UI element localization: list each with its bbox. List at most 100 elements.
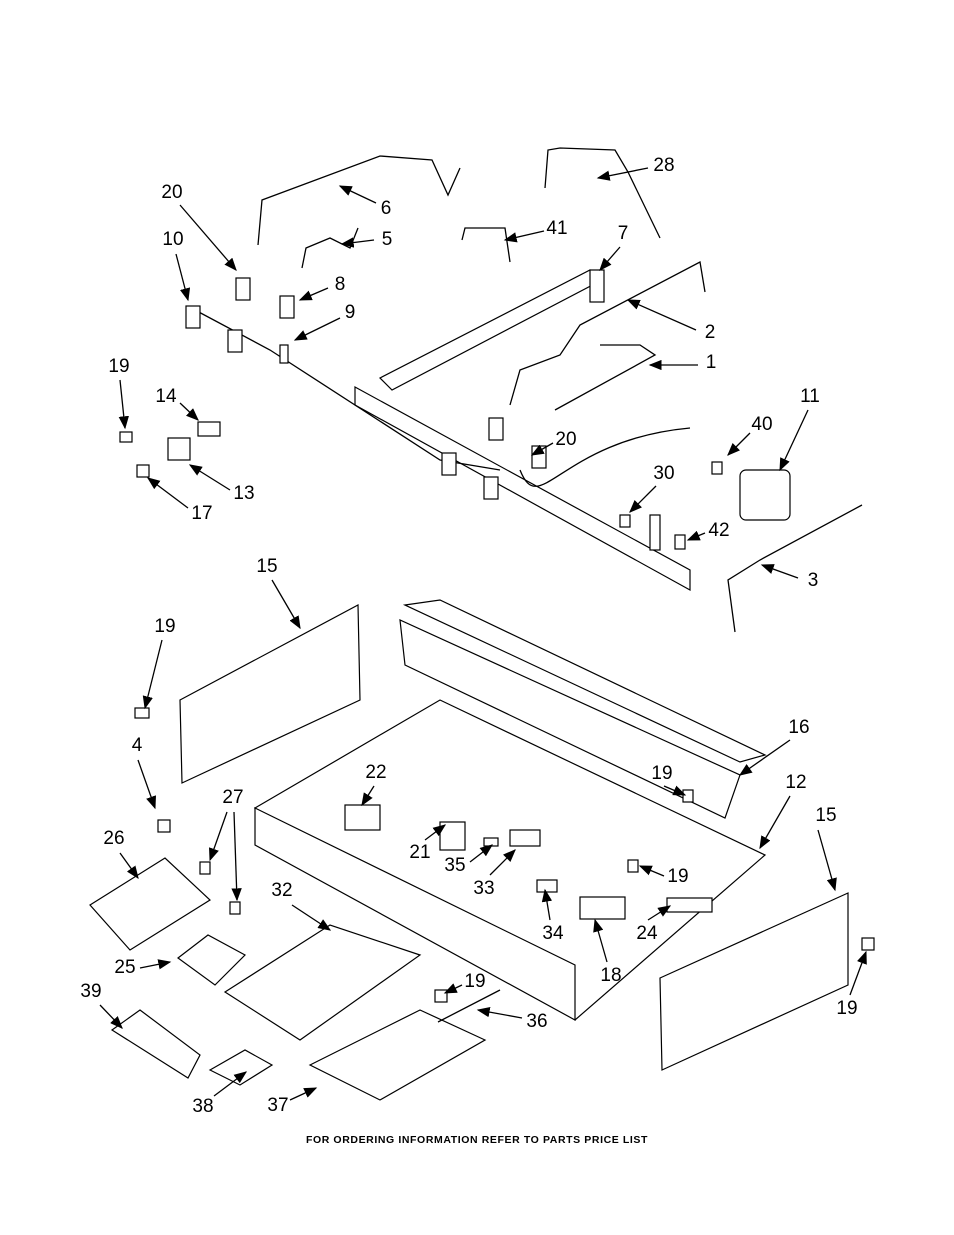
callout: 7 <box>618 223 629 244</box>
leader-arrow <box>599 246 621 271</box>
part <box>509 829 541 847</box>
wire-harness-2 <box>519 427 691 487</box>
callout: 33 <box>473 878 494 899</box>
tube-2 <box>509 261 706 406</box>
leader-arrow <box>99 1004 123 1029</box>
leader-arrow <box>476 1006 523 1019</box>
leader-arrow <box>469 844 494 863</box>
leader-arrow <box>593 918 608 963</box>
leader-arrow <box>209 811 228 862</box>
part <box>649 514 661 551</box>
leader-arrow <box>760 564 799 579</box>
part <box>279 344 289 364</box>
leader-arrow <box>626 299 697 331</box>
leader-arrow <box>298 287 329 301</box>
callout: 41 <box>546 218 567 239</box>
part <box>235 277 251 301</box>
callout: 3 <box>808 570 819 591</box>
leader-arrow <box>179 204 237 271</box>
part <box>531 445 547 469</box>
callout: 15 <box>815 805 836 826</box>
leader-arrow <box>541 888 553 921</box>
manifold-inlet <box>589 269 605 303</box>
manifold <box>354 385 691 592</box>
burner-box-top <box>402 599 767 763</box>
part <box>536 879 558 893</box>
callout: 19 <box>651 763 672 784</box>
callout: 38 <box>192 1096 213 1117</box>
tube-41 <box>461 227 511 263</box>
side-panel-right <box>659 892 849 1071</box>
leader-arrow <box>119 852 139 880</box>
callout: 32 <box>271 880 292 901</box>
manifold-pipe <box>378 269 604 391</box>
tube-1 <box>554 344 657 411</box>
leader-arrow <box>175 253 191 302</box>
part <box>185 305 201 329</box>
callout: 17 <box>191 503 212 524</box>
regulator <box>739 469 791 521</box>
callout: 39 <box>80 981 101 1002</box>
leader-arrow <box>118 379 129 430</box>
trim-piece <box>208 1049 274 1086</box>
rod <box>437 989 501 1023</box>
part <box>199 861 211 875</box>
leader-arrow <box>340 237 375 248</box>
part <box>197 421 221 437</box>
leader-arrow <box>663 785 687 796</box>
chassis-front <box>254 807 576 1022</box>
callout: 2 <box>705 322 716 343</box>
callout: 16 <box>788 717 809 738</box>
part <box>119 431 133 443</box>
callout: 22 <box>365 762 386 783</box>
burner-box-front <box>399 619 741 819</box>
tube-5 <box>301 227 359 269</box>
bracket <box>176 934 246 986</box>
callout: 34 <box>542 923 564 944</box>
drawer <box>308 1009 487 1101</box>
callout: 13 <box>233 483 254 504</box>
callout: 12 <box>785 772 806 793</box>
callout: 20 <box>555 429 576 450</box>
part <box>279 295 295 319</box>
basket <box>89 857 211 951</box>
part <box>441 452 457 476</box>
tube-28 <box>544 147 661 239</box>
callout: 5 <box>382 229 393 250</box>
leader-arrow <box>139 959 172 970</box>
part <box>861 937 875 951</box>
part <box>682 789 694 803</box>
callout: 42 <box>708 520 729 541</box>
leader-arrow <box>293 317 341 341</box>
callout: 27 <box>222 787 243 808</box>
leader-arrow <box>638 865 665 877</box>
callout: 36 <box>526 1011 547 1032</box>
leader-arrow <box>489 849 516 876</box>
part <box>136 464 150 478</box>
part <box>483 476 499 500</box>
callout: 19 <box>108 356 129 377</box>
callout: 10 <box>162 229 183 250</box>
leader-arrow <box>596 167 649 181</box>
leader-arrow <box>188 464 231 491</box>
callout: 35 <box>444 855 465 876</box>
callout: 20 <box>161 182 182 203</box>
callout: 4 <box>132 735 143 756</box>
leader-arrow <box>647 905 672 921</box>
leader-arrow <box>503 230 545 243</box>
callout: 40 <box>751 414 772 435</box>
callout: 11 <box>800 386 820 407</box>
part <box>666 897 713 913</box>
leader-arrow <box>686 530 706 541</box>
leader-arrows <box>99 167 867 1101</box>
callout: 26 <box>103 828 124 849</box>
leader-arrow <box>338 185 377 204</box>
callout: 19 <box>464 971 485 992</box>
callout: 18 <box>600 965 621 986</box>
callout: 24 <box>636 923 658 944</box>
side-panel-left <box>179 604 361 784</box>
leader-arrow <box>530 442 554 456</box>
tube-3 <box>727 504 863 633</box>
callout: 30 <box>653 463 674 484</box>
leader-arrow <box>779 409 809 472</box>
